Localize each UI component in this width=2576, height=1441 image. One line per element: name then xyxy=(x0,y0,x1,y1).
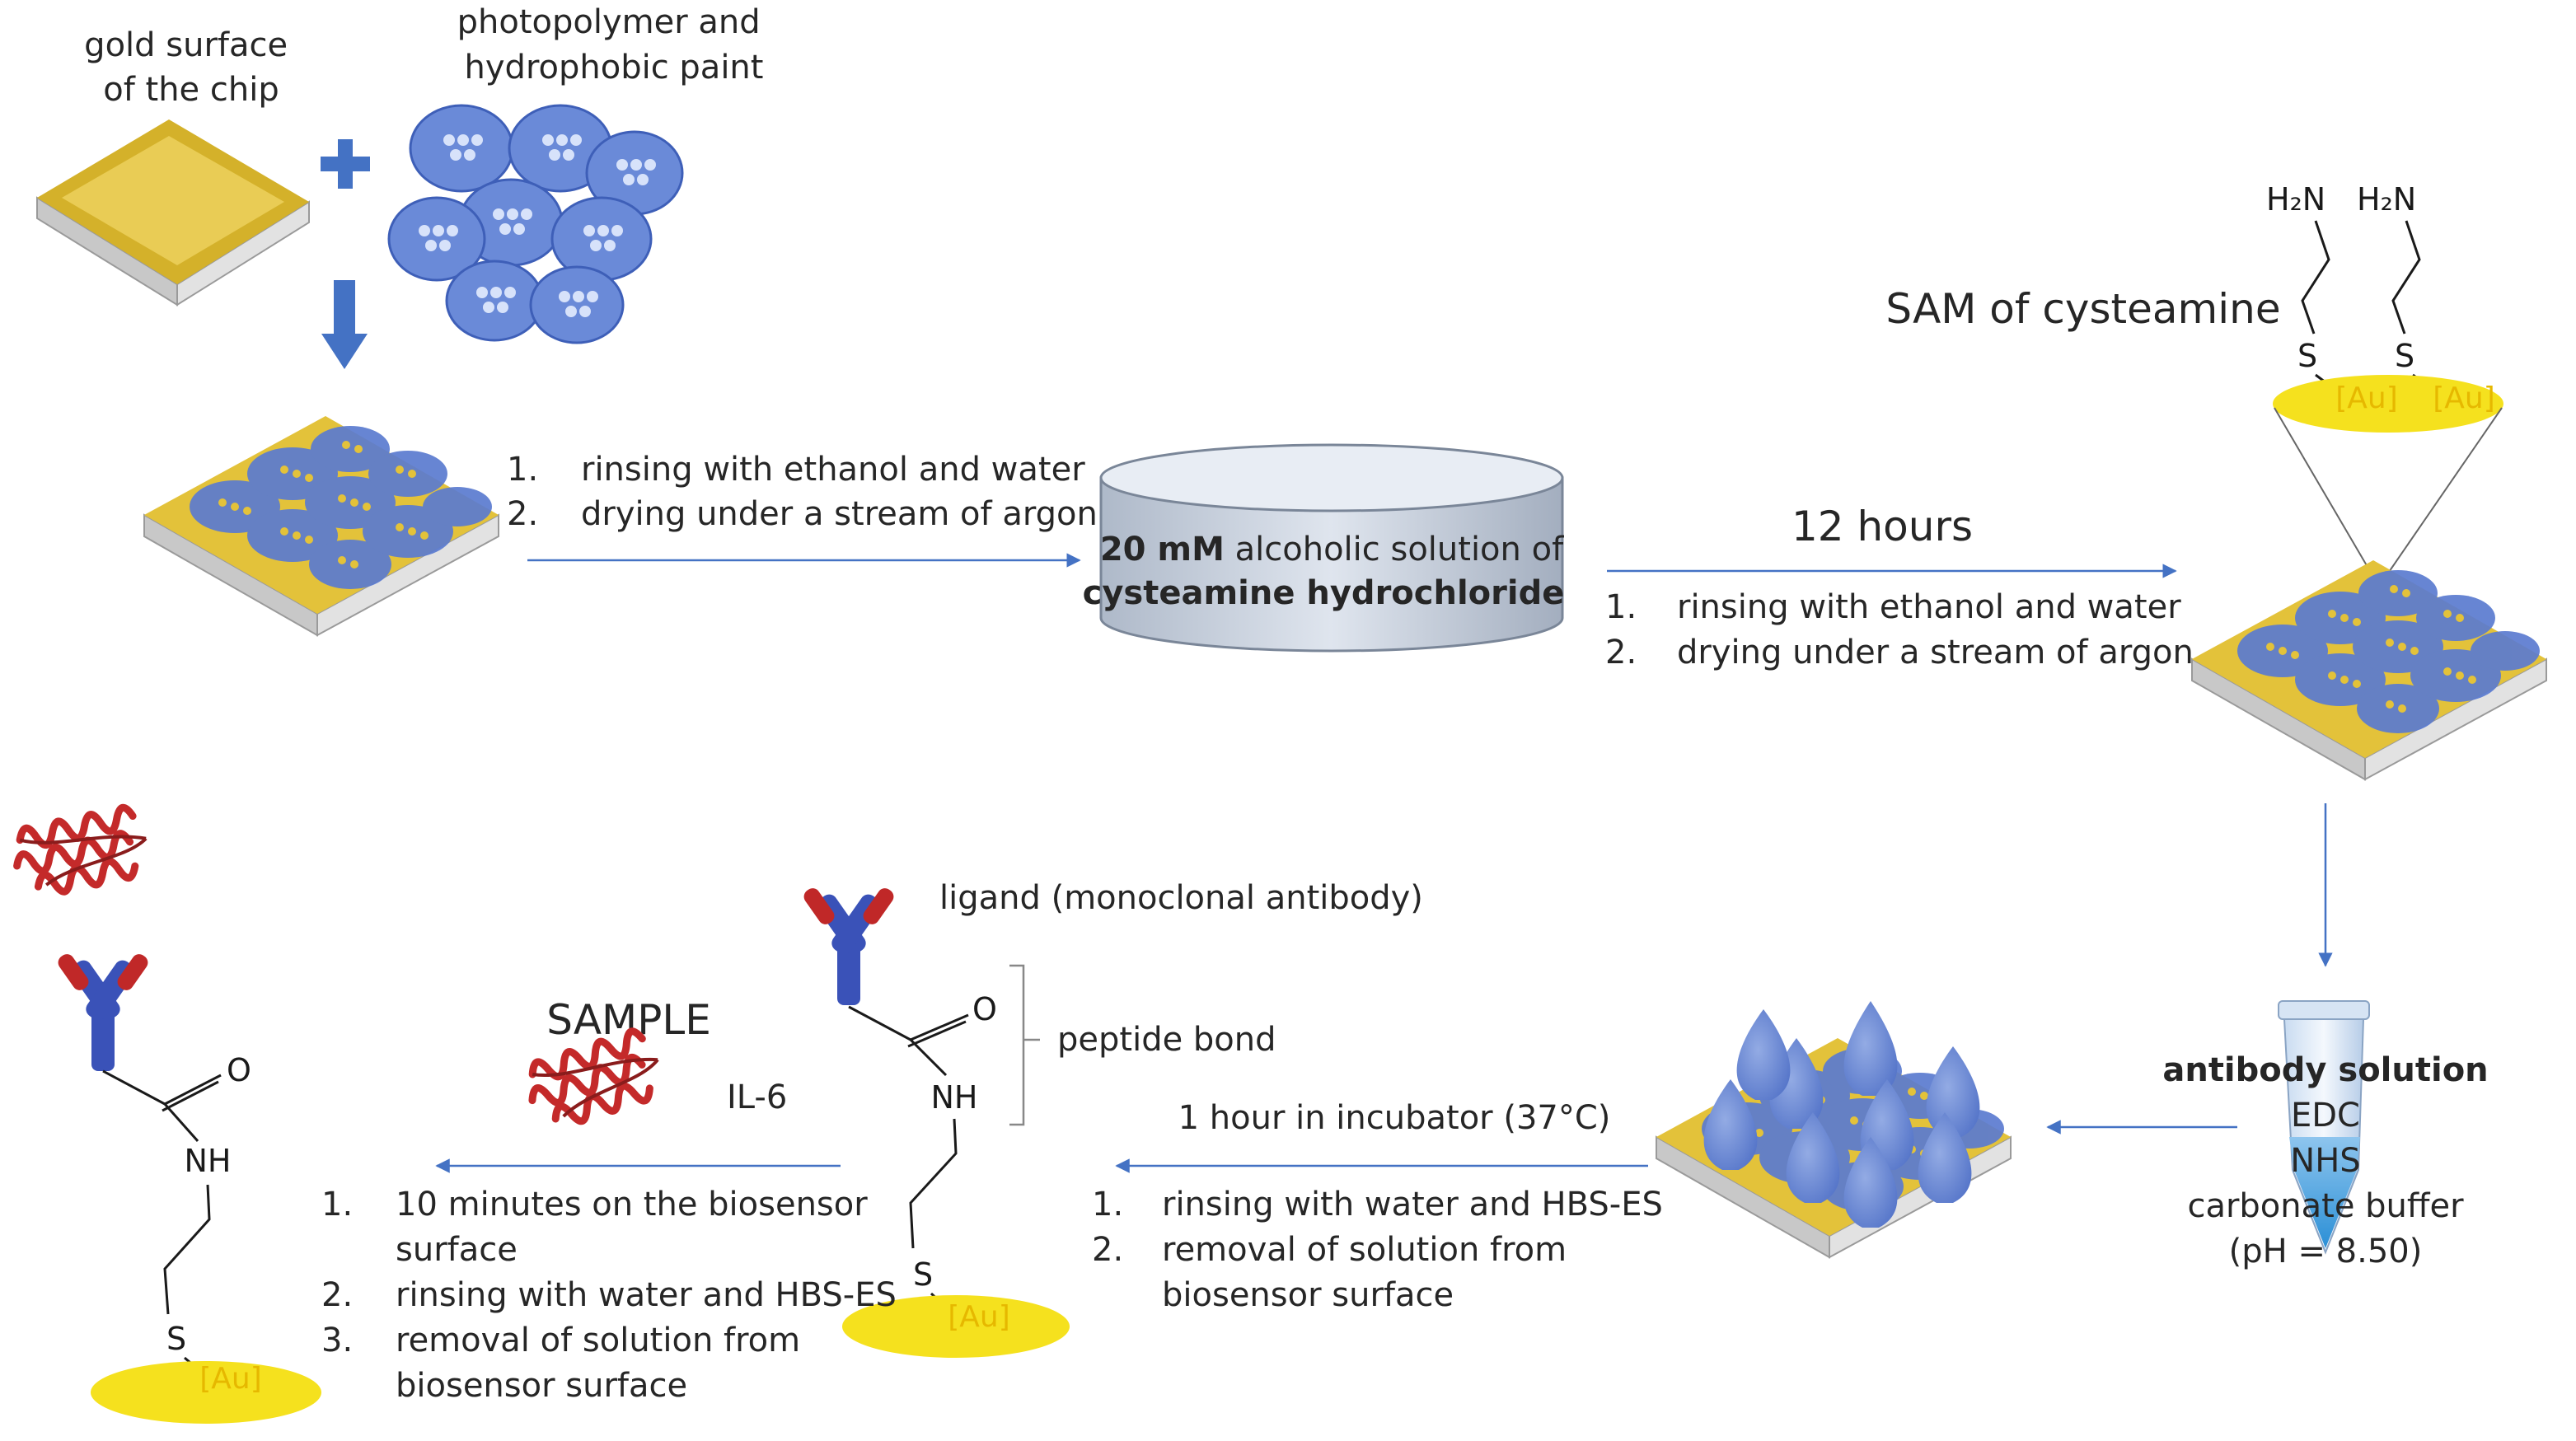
step-number: 1. xyxy=(1092,1186,1123,1223)
step-number: 3. xyxy=(321,1322,353,1359)
ligand-label: ligand (monoclonal antibody) xyxy=(939,879,1423,917)
oxygen-label: O xyxy=(972,991,997,1027)
down-arrow-icon xyxy=(321,280,368,369)
step-text: drying under a stream of argon xyxy=(581,495,1098,533)
final-structure: O NH S [Au] xyxy=(10,804,321,1424)
il6-label: IL-6 xyxy=(727,1078,787,1116)
svg-text:NHS: NHS xyxy=(2290,1142,2360,1180)
sample-steps: 1. 10 minutes on the biosensor surface 2… xyxy=(321,1186,897,1405)
hbs-steps: 1. rinsing with water and HBS-ES 2. remo… xyxy=(1092,1186,1663,1314)
amine-label-2: H₂N xyxy=(2357,181,2416,218)
svg-text:EDC: EDC xyxy=(2291,1097,2360,1135)
step-text-cont: biosensor surface xyxy=(396,1367,687,1405)
gold-chip xyxy=(36,119,310,306)
ligand-structure: ligand (monoclonal antibody) O NH S [Au]… xyxy=(801,879,1423,1358)
step-number: 2. xyxy=(1092,1231,1123,1269)
sulfur-label: S xyxy=(913,1256,933,1293)
au-label-2: [Au] xyxy=(2433,381,2495,415)
patterned-chip-1 xyxy=(143,415,499,636)
plus-icon xyxy=(321,139,370,189)
rinse-steps-1: 1. rinsing with ethanol and water 2. dry… xyxy=(507,451,1098,533)
incubator-label: 1 hour in incubator (37°C) xyxy=(1178,1099,1611,1137)
tube-icon xyxy=(2278,1000,2370,1255)
step-number: 1. xyxy=(321,1186,353,1223)
step-text: rinsing with ethanol and water xyxy=(581,451,1085,489)
oxygen-label: O xyxy=(227,1052,251,1088)
beaker-line-2: cysteamine hydrochloride xyxy=(1083,574,1565,612)
step-text: removal of solution from xyxy=(396,1322,800,1359)
step-number: 1. xyxy=(1605,588,1637,626)
nh-label: NH xyxy=(931,1079,978,1116)
step-text-cont: surface xyxy=(396,1231,518,1269)
step-text: drying under a stream of argon xyxy=(1677,634,2194,671)
patterned-chip-2 xyxy=(2191,559,2547,780)
svg-text:antibody solution: antibody solution xyxy=(2162,1051,2488,1089)
sam-structure: H₂N H₂N S S [Au] [Au] xyxy=(2266,181,2503,578)
sulfur-label-2: S xyxy=(2395,338,2414,374)
drop-chip xyxy=(1656,1001,2012,1258)
step-number: 2. xyxy=(507,495,538,533)
rinse-steps-2: 1. rinsing with ethanol and water 2. dry… xyxy=(1605,588,2194,671)
au-label: [Au] xyxy=(199,1362,262,1396)
step-text: rinsing with water and HBS-ES xyxy=(396,1276,897,1314)
photopolymer-label: photopolymer and hydrophobic paint xyxy=(457,3,771,87)
au-label: [Au] xyxy=(948,1300,1010,1334)
sulfur-label: S xyxy=(166,1321,186,1357)
svg-text:(pH = 8.50): (pH = 8.50) xyxy=(2229,1233,2423,1270)
amine-label-1: H₂N xyxy=(2266,181,2325,218)
photopolymer-pattern xyxy=(387,104,684,344)
gold-surface-label: gold surface of the chip xyxy=(84,26,298,109)
svg-text:carbonate buffer: carbonate buffer xyxy=(2187,1187,2464,1225)
nh-label: NH xyxy=(185,1143,232,1179)
peptide-bond-label: peptide bond xyxy=(1057,1021,1276,1059)
cysteamine-beaker: 20 mM alcoholic solution of cysteamine h… xyxy=(1083,443,1565,653)
antibody-solution-label: antibody solution EDC NHS carbonate buff… xyxy=(2162,1051,2488,1270)
beaker-line-1: 20 mM alcoholic solution of xyxy=(1100,531,1564,568)
step-number: 2. xyxy=(321,1276,353,1314)
step-text: rinsing with water and HBS-ES xyxy=(1162,1186,1663,1223)
step-text-cont: biosensor surface xyxy=(1162,1276,1454,1314)
au-label-1: [Au] xyxy=(2335,381,2398,415)
step-number: 2. xyxy=(1605,634,1637,671)
sam-label: SAM of cysteamine xyxy=(1885,285,2280,333)
step-number: 1. xyxy=(507,451,538,489)
sulfur-label-1: S xyxy=(2297,338,2317,374)
step-text: removal of solution from xyxy=(1162,1231,1567,1269)
step-text: rinsing with ethanol and water xyxy=(1677,588,2181,626)
step-text: 10 minutes on the biosensor xyxy=(396,1186,868,1223)
twelve-hours-label: 12 hours xyxy=(1791,503,1973,550)
